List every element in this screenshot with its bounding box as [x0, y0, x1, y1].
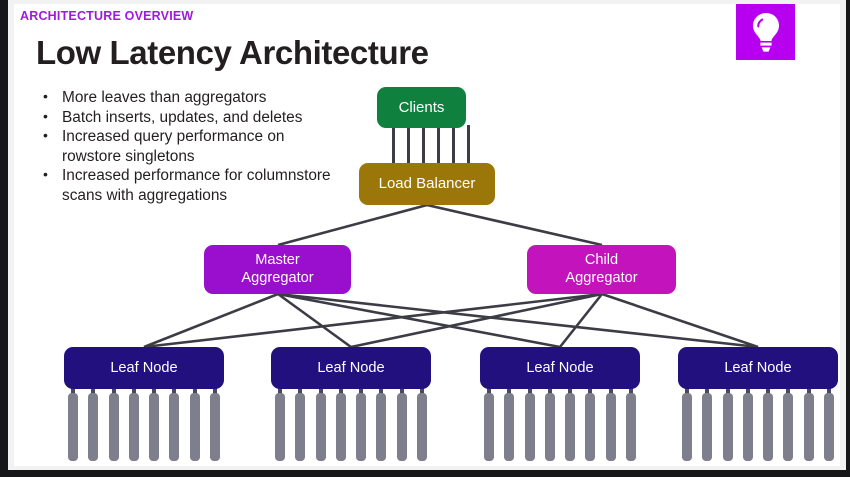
- disk-group-leaf-2: [275, 383, 427, 461]
- disk-group-leaf-1: [68, 383, 220, 461]
- disk-icon: [803, 383, 814, 461]
- disk-icon: [396, 383, 407, 461]
- disk-icon: [315, 383, 326, 461]
- client-wire: [422, 125, 425, 165]
- section-eyebrow-label: ARCHITECTURE OVERVIEW: [20, 9, 194, 23]
- disk-icon: [565, 383, 576, 461]
- disk-icon: [68, 383, 78, 461]
- disk-icon: [605, 383, 616, 461]
- disk-icon: [169, 383, 180, 461]
- lightbulb-icon: [752, 13, 779, 52]
- client-wire: [437, 125, 440, 165]
- disk-group-leaf-3: [484, 383, 636, 461]
- page-title: Low Latency Architecture: [36, 34, 429, 71]
- architecture-diagram: Clients Load Balancer Master Aggregator …: [14, 4, 840, 466]
- disk-icon: [376, 383, 387, 461]
- list-item: Increased performance for columnstore sc…: [34, 165, 334, 205]
- client-wire: [452, 125, 455, 165]
- disk-icon: [189, 383, 200, 461]
- disk-icon: [524, 383, 535, 461]
- node-leaf-4[interactable]: Leaf Node: [678, 347, 838, 389]
- disk-icon: [504, 383, 515, 461]
- bullet-list: More leaves than aggregators Batch inser…: [34, 87, 334, 206]
- node-load-balancer-label: Load Balancer: [378, 175, 476, 193]
- node-leaf-4-label: Leaf Node: [724, 360, 792, 376]
- node-load-balancer[interactable]: Load Balancer: [359, 163, 495, 205]
- disk-icon: [128, 383, 139, 461]
- slide-canvas: ARCHITECTURE OVERVIEW Low Latency Archit…: [14, 4, 840, 466]
- list-item: Batch inserts, updates, and deletes: [34, 107, 334, 128]
- node-child-aggregator-label-line1: Child: [584, 252, 619, 268]
- disk-icon: [682, 383, 692, 461]
- disk-group-leaf-4: [682, 383, 834, 461]
- disk-icon: [585, 383, 596, 461]
- disk-icon: [356, 383, 367, 461]
- client-wire: [467, 125, 470, 165]
- disk-icon: [783, 383, 794, 461]
- node-leaf-3[interactable]: Leaf Node: [480, 347, 640, 389]
- disk-icon: [108, 383, 119, 461]
- node-leaf-2[interactable]: Leaf Node: [271, 347, 431, 389]
- list-item: Increased query performance on rowstore …: [34, 126, 334, 166]
- node-master-aggregator-label-line1: Master: [255, 252, 300, 268]
- disk-icon: [823, 383, 834, 461]
- node-leaf-2-label: Leaf Node: [317, 360, 385, 376]
- list-item: More leaves than aggregators: [34, 87, 334, 108]
- node-leaf-1[interactable]: Leaf Node: [64, 347, 224, 389]
- disk-icon: [335, 383, 346, 461]
- client-wire: [392, 125, 395, 165]
- disk-icon: [88, 383, 99, 461]
- node-master-aggregator[interactable]: Master Aggregator: [204, 245, 351, 294]
- node-master-aggregator-label-line2: Aggregator: [241, 269, 314, 286]
- disk-icon: [416, 383, 427, 461]
- node-leaf-1-label: Leaf Node: [110, 360, 178, 376]
- disk-icon: [742, 383, 753, 461]
- disk-icon: [209, 383, 220, 461]
- disk-icon: [275, 383, 285, 461]
- disk-icon: [149, 383, 160, 461]
- disk-icon: [484, 383, 494, 461]
- disk-icon: [702, 383, 713, 461]
- disk-icon: [544, 383, 555, 461]
- disk-icon: [722, 383, 733, 461]
- node-leaf-3-label: Leaf Node: [526, 360, 594, 376]
- node-clients[interactable]: Clients: [377, 87, 466, 128]
- node-child-aggregator[interactable]: Child Aggregator: [527, 245, 676, 294]
- disk-icon: [763, 383, 774, 461]
- lightbulb-badge: [736, 4, 795, 60]
- disk-icon: [625, 383, 636, 461]
- node-child-aggregator-label-line2: Aggregator: [565, 269, 638, 286]
- client-wire: [407, 125, 410, 165]
- disk-icon: [295, 383, 306, 461]
- node-clients-label: Clients: [398, 98, 445, 116]
